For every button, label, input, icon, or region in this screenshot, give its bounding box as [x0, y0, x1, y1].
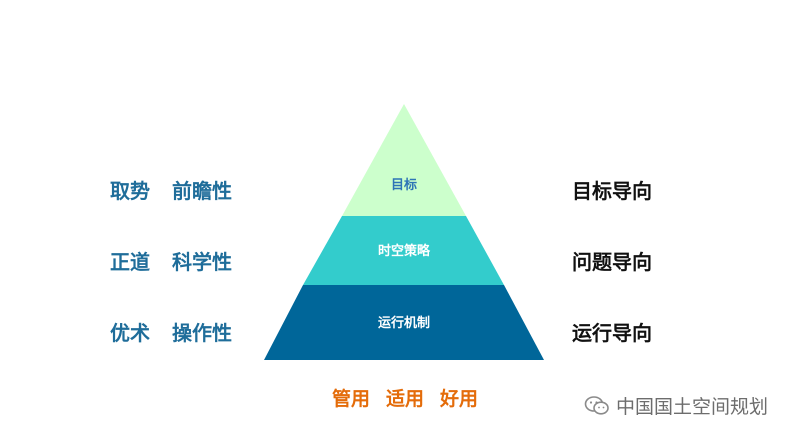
pyramid-tier-label-top: 目标 — [391, 177, 417, 193]
watermark: 中国国土空间规划 — [584, 392, 768, 419]
wechat-icon — [584, 395, 609, 415]
left-label-3-a: 优术 — [110, 321, 150, 345]
footer-item-1: 管用 — [332, 388, 371, 410]
watermark-text: 中国国土空间规划 — [616, 396, 769, 418]
pyramid-tier-bottom — [264, 285, 544, 360]
pyramid-tier-label-middle: 时空策略 — [378, 243, 431, 259]
left-label-1-b: 前瞻性 — [172, 179, 232, 203]
left-label-row-3: 优术操作性 — [110, 317, 232, 346]
left-label-row-1: 取势前瞻性 — [110, 175, 232, 204]
pyramid-tier-label-bottom: 运行机制 — [378, 315, 430, 331]
left-label-row-2: 正道科学性 — [110, 246, 232, 275]
left-label-1-a: 取势 — [110, 179, 150, 203]
footer-item-3: 好用 — [440, 388, 479, 410]
footer-principles: 管用适用好用 — [332, 384, 478, 411]
left-label-2-b: 科学性 — [172, 250, 232, 274]
right-label-2: 问题导向 — [572, 250, 652, 274]
left-label-3-b: 操作性 — [172, 321, 232, 345]
right-label-3: 运行导向 — [572, 321, 652, 345]
pyramid-tier-middle — [303, 216, 504, 285]
right-label-1: 目标导向 — [572, 179, 652, 203]
pyramid-tier-top — [342, 104, 466, 216]
footer-item-2: 适用 — [386, 388, 425, 410]
left-label-2-a: 正道 — [110, 250, 150, 274]
